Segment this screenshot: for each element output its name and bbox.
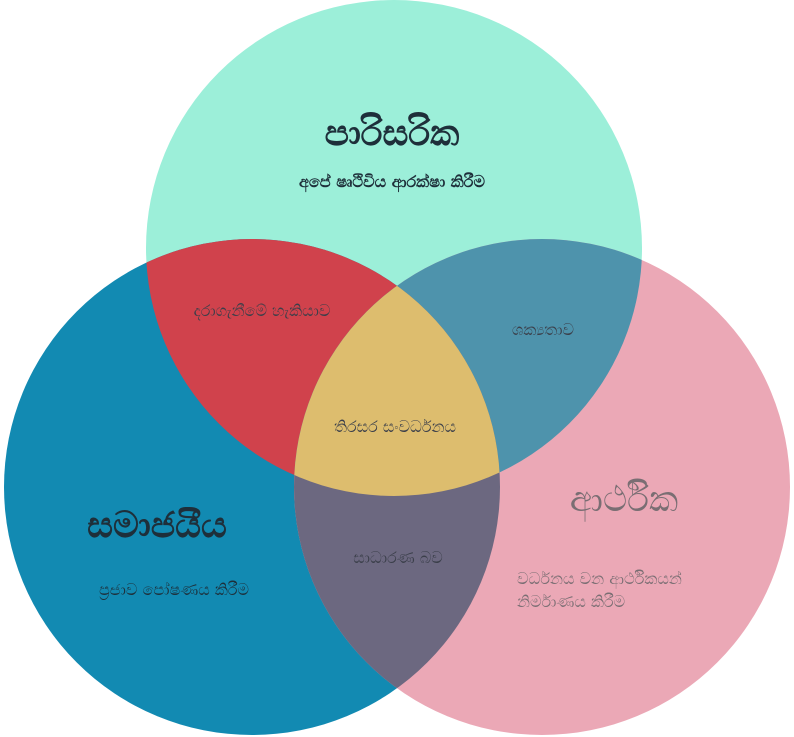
social-title: සමාජයීය <box>87 505 227 546</box>
equitable-label: සාධාරණ බව <box>353 548 443 567</box>
economic-title: ආර්ථික <box>570 479 679 522</box>
sustainable-center[interactable] <box>294 239 790 735</box>
viable-label: ශක්‍යතාව <box>512 320 574 339</box>
social-subtitle: ප්‍රජාව පෝෂණය කිරීම <box>99 580 249 600</box>
environmental-subtitle: අපේ ෂෘථිවිය ආරක්ෂා කිරීම <box>299 172 485 193</box>
economic-subtitle-line1: වර්ධනය වන ආර්ථිකයන් <box>517 569 682 589</box>
environmental-title: පාරිසරික <box>325 112 460 154</box>
bearable-label: දරාගැනීමේ හැකියාව <box>194 301 331 320</box>
economic-subtitle-line2: නිර්මාණය කිරීම <box>517 592 625 611</box>
sustainable-label: තිරසර සංවර්ධනය <box>334 417 456 436</box>
